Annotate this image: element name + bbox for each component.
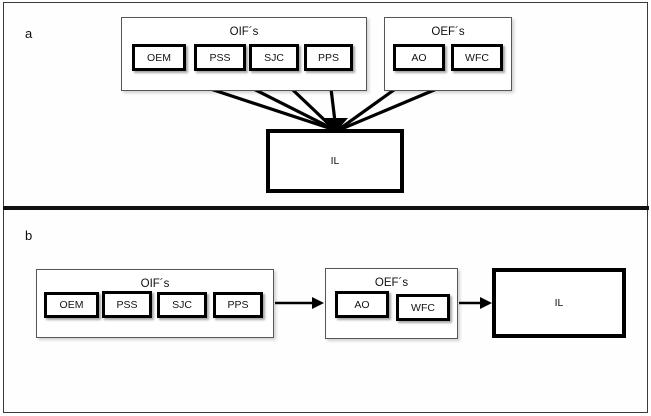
panel-a-node-oem[interactable]: OEM: [132, 44, 186, 71]
panel-a: a OIF´s OEM PSS SJC PPS: [0, 0, 651, 206]
panel-a-node-sjc-label: SJC: [264, 51, 284, 64]
panel-a-label: a: [25, 26, 33, 41]
panel-b-node-oem[interactable]: OEM: [44, 292, 99, 318]
panel-a-group-oif-title: OIF´s: [229, 26, 259, 38]
panel-b-node-pss-label: PSS: [116, 298, 138, 311]
arrowhead-oef-to-il: [480, 297, 492, 309]
panel-b-node-pps[interactable]: PPS: [213, 292, 263, 318]
panel-b-node-ao[interactable]: AO: [335, 291, 389, 318]
panel-b-group-oef-title: OEF´s: [374, 277, 409, 289]
panel-a-node-oem-label: OEM: [147, 51, 171, 64]
panel-b-group-oif-title: OIF´s: [140, 278, 170, 290]
panel-a-node-wfc-label: WFC: [465, 51, 489, 64]
panel-a-group-oef-title: OEF´s: [431, 26, 465, 38]
panel-a-node-il-label: IL: [330, 155, 340, 167]
panel-a-node-pps-label: PPS: [317, 51, 339, 64]
panel-b-node-wfc-label: WFC: [411, 301, 435, 314]
panel-b-node-ao-label: AO: [354, 298, 370, 311]
panel-a-node-pss-label: PSS: [209, 51, 231, 64]
panel-b-node-sjc-label: SJC: [172, 299, 192, 311]
panel-b: b OIF´s OEM PSS SJC PPS OEF´s: [0, 210, 651, 416]
panel-b-node-pps-label: PPS: [227, 299, 249, 311]
panel-b-node-sjc[interactable]: SJC: [157, 292, 207, 318]
panel-a-node-pps[interactable]: PPS: [304, 44, 353, 71]
panel-a-node-sjc[interactable]: SJC: [249, 44, 299, 71]
panel-b-node-il[interactable]: IL: [492, 268, 626, 338]
panel-a-node-wfc[interactable]: WFC: [451, 44, 503, 71]
panel-b-label: b: [25, 228, 33, 243]
panel-a-node-ao[interactable]: AO: [393, 44, 445, 71]
arrowhead-oif-to-oef: [312, 297, 324, 309]
panel-a-node-il[interactable]: IL: [266, 129, 404, 193]
panel-b-node-pss[interactable]: PSS: [102, 291, 152, 318]
panel-b-node-wfc[interactable]: WFC: [396, 294, 450, 321]
panel-b-node-oem-label: OEM: [59, 299, 84, 311]
panel-a-node-ao-label: AO: [411, 51, 427, 64]
panel-b-node-il-label: IL: [554, 297, 564, 309]
panel-divider: [3, 206, 649, 210]
panel-a-node-pss[interactable]: PSS: [194, 44, 246, 71]
